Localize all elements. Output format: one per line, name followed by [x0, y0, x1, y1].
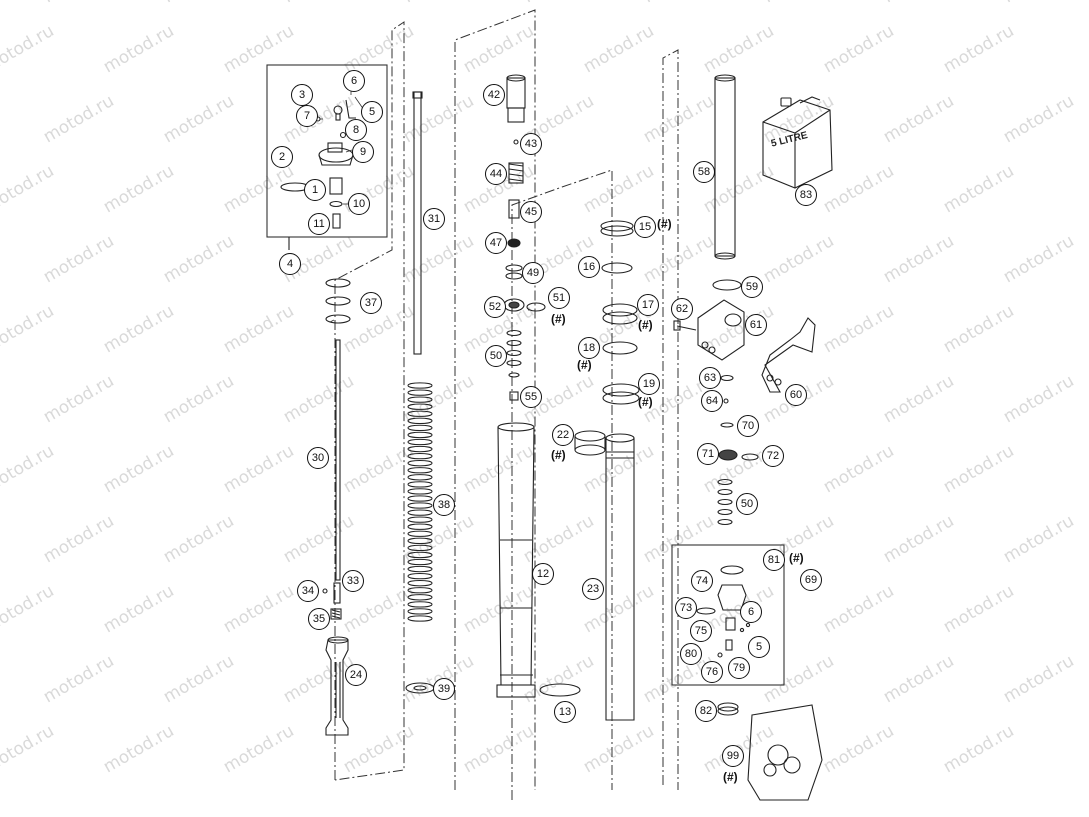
callout-part-72: 72	[762, 445, 784, 467]
callout-part-50: 50	[485, 345, 507, 367]
callout-part-70: 70	[737, 415, 759, 437]
callout-part-22: 22	[552, 424, 574, 446]
callout-part-39: 39	[433, 678, 455, 700]
callout-part-5: 5	[748, 636, 770, 658]
callout-part-38: 38	[433, 494, 455, 516]
callout-part-58: 58	[693, 161, 715, 183]
callout-part-81: 81	[763, 549, 785, 571]
cap-assembly	[280, 99, 356, 229]
assembly-box-69	[671, 544, 785, 686]
note-marker: (#)	[551, 448, 566, 462]
callout-part-79: 79	[728, 657, 750, 679]
callout-part-18: 18	[578, 337, 600, 359]
rod-30	[335, 339, 341, 581]
callout-part-16: 16	[578, 256, 600, 278]
callout-part-4: 4	[279, 253, 301, 275]
callout-part-71: 71	[697, 443, 719, 465]
damper-24	[325, 639, 349, 736]
clamp-60	[761, 317, 816, 393]
callout-part-51: 51	[548, 287, 570, 309]
callout-part-31: 31	[423, 208, 445, 230]
callout-part-61: 61	[745, 314, 767, 336]
note-marker: (#)	[789, 551, 804, 565]
callout-part-42: 42	[483, 84, 505, 106]
callout-part-15: 15	[634, 216, 656, 238]
callout-part-49: 49	[522, 262, 544, 284]
callout-part-33: 33	[342, 570, 364, 592]
callout-part-13: 13	[554, 701, 576, 723]
callout-part-50: 50	[736, 493, 758, 515]
callout-part-10: 10	[348, 193, 370, 215]
callout-part-17: 17	[637, 294, 659, 316]
note-marker: (#)	[638, 318, 653, 332]
callout-part-55: 55	[520, 386, 542, 408]
inner-tube-23	[605, 433, 635, 721]
spring-38	[407, 382, 433, 622]
callout-part-59: 59	[741, 276, 763, 298]
callout-part-62: 62	[671, 298, 693, 320]
assembly-box-4	[266, 64, 388, 238]
callout-part-45: 45	[520, 201, 542, 223]
callout-part-1: 1	[304, 179, 326, 201]
clamp-61	[673, 299, 745, 361]
callout-part-12: 12	[532, 563, 554, 585]
callout-part-6: 6	[343, 70, 365, 92]
pouch-99	[747, 704, 823, 801]
callout-part-76: 76	[701, 661, 723, 683]
callout-part-2: 2	[271, 146, 293, 168]
callout-part-74: 74	[691, 570, 713, 592]
callout-part-99: 99	[722, 745, 744, 767]
callout-part-75: 75	[690, 620, 712, 642]
callout-part-83: 83	[795, 184, 817, 206]
callout-part-64: 64	[701, 390, 723, 412]
callout-part-9: 9	[352, 141, 374, 163]
callout-part-23: 23	[582, 578, 604, 600]
callout-part-69: 69	[800, 569, 822, 591]
callout-part-44: 44	[485, 163, 507, 185]
callout-part-73: 73	[675, 597, 697, 619]
callout-part-6: 6	[740, 601, 762, 623]
callout-part-8: 8	[345, 119, 367, 141]
callout-part-60: 60	[785, 384, 807, 406]
callout-part-30: 30	[307, 447, 329, 469]
note-marker: (#)	[638, 395, 653, 409]
callout-part-52: 52	[484, 296, 506, 318]
callout-part-34: 34	[297, 580, 319, 602]
callout-part-19: 19	[638, 373, 660, 395]
callout-part-11: 11	[308, 213, 330, 235]
callout-part-3: 3	[291, 84, 313, 106]
callout-part-43: 43	[520, 133, 542, 155]
callout-part-80: 80	[680, 643, 702, 665]
callout-part-24: 24	[345, 664, 367, 686]
note-marker: (#)	[551, 312, 566, 326]
callout-part-5: 5	[361, 101, 383, 123]
outer-tube-12	[496, 422, 536, 698]
note-marker: (#)	[657, 217, 672, 231]
oil-can-83	[762, 96, 833, 189]
callout-part-47: 47	[485, 232, 507, 254]
note-marker: (#)	[577, 358, 592, 372]
callout-part-37: 37	[360, 292, 382, 314]
callout-part-7: 7	[296, 105, 318, 127]
callout-part-63: 63	[699, 367, 721, 389]
callout-part-82: 82	[695, 700, 717, 722]
note-marker: (#)	[723, 770, 738, 784]
rod-31	[413, 91, 422, 355]
tube-58	[714, 77, 736, 257]
callout-part-35: 35	[308, 608, 330, 630]
